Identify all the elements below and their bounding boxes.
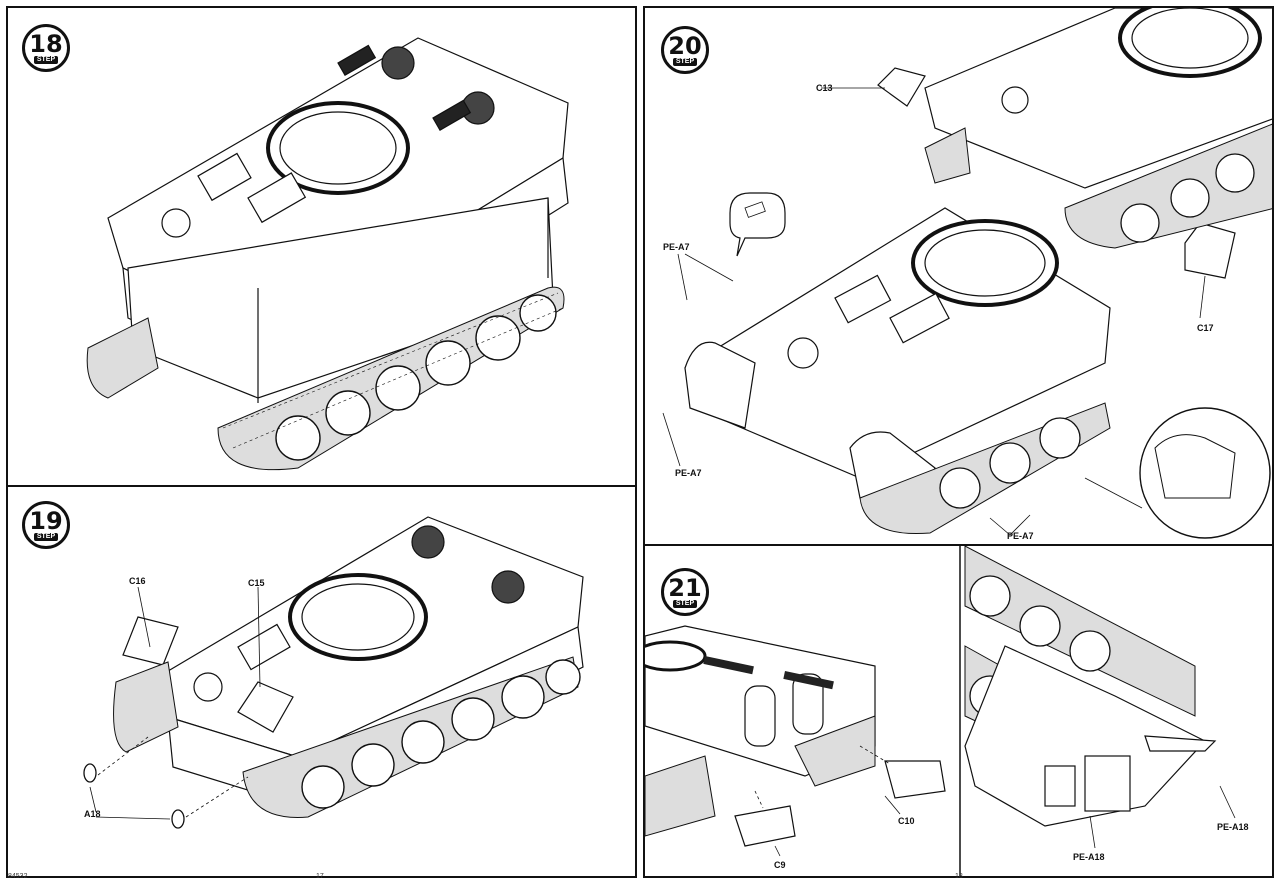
step-20-tank-drawing [662,8,1272,539]
part-label-pe-a7-left: PE-A7 [675,468,702,478]
step-18-panel: 18 STEP [6,6,637,487]
part-label-pe-a18-right: PE-A18 [1217,822,1249,832]
step-19-badge: 19 STEP [22,501,70,549]
step-word: STEP [672,57,698,66]
part-label-pe-a7-bottom: PE-A7 [1007,531,1034,541]
part-label-c15: C15 [248,578,265,588]
part-label-c13: C13 [816,83,833,93]
footer-page-right: 18 [955,873,963,880]
step-number: 19 [29,506,63,535]
step-18-tank-drawing [86,37,569,471]
footer-page-left: 17 [316,873,324,880]
part-label-pe-a18-bottom: PE-A18 [1073,852,1105,862]
step-20-panel: 20 STEP C13 C17 PE-A7 PE-A7 PE-A7 [643,6,1274,546]
step-20-badge: 20 STEP [661,26,709,74]
step-19-panel: 19 STEP C16 C15 A18 [6,485,637,878]
step-21-tank-drawing [645,546,1236,876]
footer-code: 84532 [8,873,28,880]
step-18-badge: 18 STEP [22,24,70,72]
part-label-a18: A18 [84,809,101,819]
part-label-c10: C10 [898,816,915,826]
step-21-badge: 21 STEP [661,568,709,616]
step-number: 20 [668,31,702,60]
part-label-c16: C16 [129,576,146,586]
step-word: STEP [33,532,59,541]
step-number: 21 [668,573,702,602]
step-21-panel: 21 STEP C9 C10 PE-A18 PE-A18 [643,544,1274,878]
step-19-tank-drawing [83,516,584,829]
part-label-pe-a7-top: PE-A7 [663,242,690,252]
step-word: STEP [672,599,698,608]
step-number: 18 [29,29,63,58]
step-word: STEP [33,55,59,64]
part-label-c9: C9 [774,860,786,870]
part-label-c17: C17 [1197,323,1214,333]
